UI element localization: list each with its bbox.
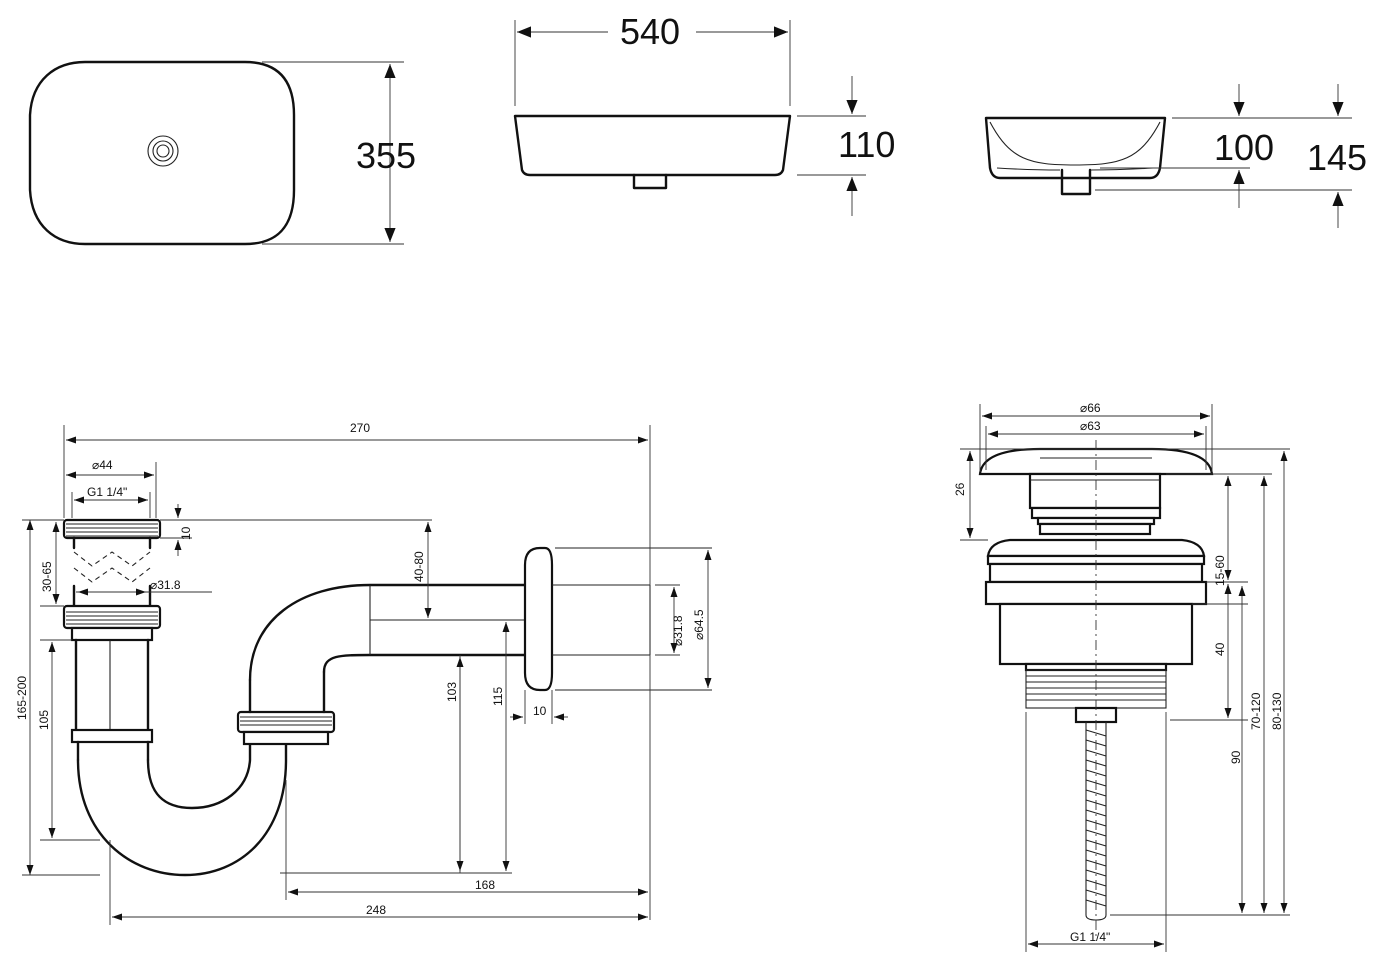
drain-cap-height-label: 26 [953,482,967,496]
basin-top-view: 355 [28,60,416,246]
siphon-outlet-offset-label: 168 [475,878,495,892]
basin-width-label: 355 [356,135,416,176]
siphon-total-length-label: 270 [350,421,370,435]
drain-body-height-label: 40 [1213,642,1227,656]
drain-thread-label: G1 1/4" [1070,930,1110,944]
basin-front-height-label: 110 [838,124,895,165]
siphon-nut-height-label: 10 [179,526,193,540]
siphon-inlet-range-label: 40-80 [412,551,426,582]
drain-cap-inner-diameter-label: ⌀63 [1080,419,1101,433]
siphon-height-103-label: 103 [445,682,459,702]
drain-length-90-label: 90 [1229,750,1243,764]
siphon-drawing: 270 ⌀44 G1 1/4" 10 30-65 ⌀31.8 40-80 165… [15,421,712,925]
siphon-pipe-diameter-label: ⌀31.8 [150,578,181,592]
drain-hole-icon [147,135,179,167]
drain-total-height-b-label: 80-130 [1270,692,1284,730]
siphon-total-height-label: 165-200 [15,676,29,720]
siphon-top-diameter-label: ⌀44 [92,458,113,472]
drain-cap-outer-diameter-label: ⌀66 [1080,401,1101,415]
basin-inner-depth-label: 100 [1214,127,1274,168]
siphon-height-115-label: 115 [491,687,505,706]
siphon-flange-diameter-label: ⌀64.5 [692,609,706,640]
drain-adjust-range-label: 15-60 [1213,555,1227,586]
basin-front-view: 540 110 [513,11,895,216]
drain-drawing: ⌀66 ⌀63 26 15-60 40 90 70-120 80-130 G1 … [953,401,1290,952]
siphon-flange-thickness-label: 10 [533,704,547,718]
siphon-top-thread-label: G1 1/4" [87,485,127,499]
siphon-left-height-label: 105 [37,710,51,730]
drain-total-height-a-label: 70-120 [1249,692,1263,730]
basin-length-label: 540 [620,11,680,52]
basin-total-height-label: 145 [1307,137,1367,178]
siphon-bottom-length-label: 248 [366,903,386,917]
siphon-wall-pipe-diameter-label: ⌀31.8 [671,615,685,646]
basin-side-view: 100 145 [984,84,1367,228]
siphon-adjust-range-label: 30-65 [40,561,54,592]
